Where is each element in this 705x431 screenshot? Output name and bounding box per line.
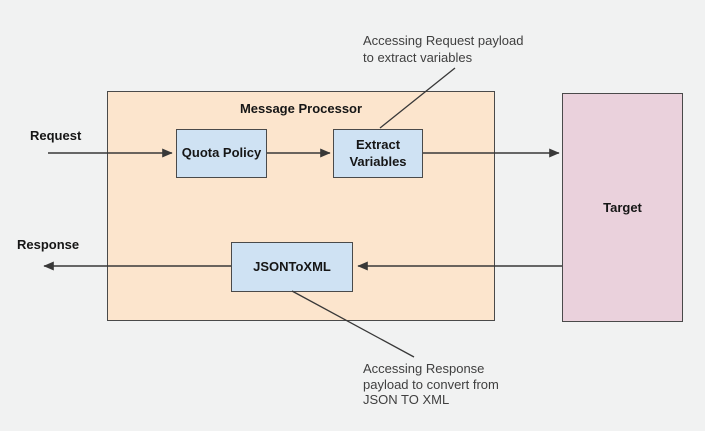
quota-policy-label: Quota Policy [181,145,262,161]
extract-variables-label: Extract Variables [349,136,407,169]
message-processor-title: Message Processor [239,101,363,116]
response-label: Response [17,237,80,252]
quota-policy-node: Quota Policy [176,129,267,178]
jsontoxml-node: JSONToXML [231,242,353,292]
jsontoxml-label: JSONToXML [253,258,331,274]
response-annotation-line1: Accessing Response [363,361,485,376]
response-annotation-line2: payload to convert from [363,376,499,392]
response-payload-annotation: Accessing Response payload to convert fr… [363,361,499,408]
response-annotation-line3: JSON TO XML [363,392,450,407]
target-node: Target [562,93,683,322]
request-annotation-line2: to extract variables [363,50,473,65]
request-payload-annotation: Accessing Request payload to extract var… [363,32,523,66]
request-annotation-line1: Accessing Request payload [363,33,524,48]
extract-variables-node: Extract Variables [333,129,423,178]
target-label: Target [603,200,642,215]
request-label: Request [30,128,82,143]
